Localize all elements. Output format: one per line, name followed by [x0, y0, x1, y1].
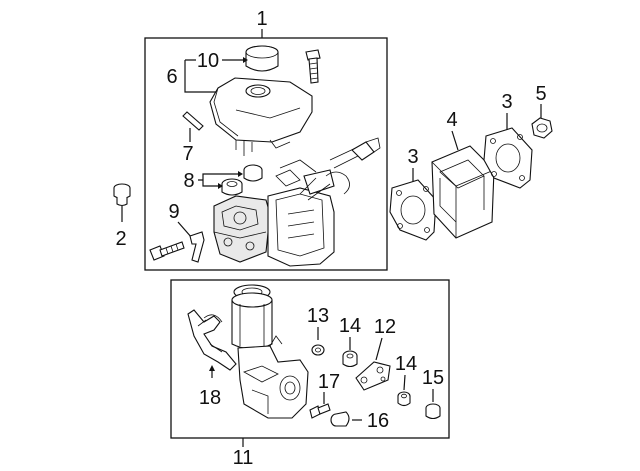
washer-part: [311, 344, 325, 356]
leader-9: [177, 221, 193, 239]
mounting-bracket-part: [355, 361, 391, 391]
callout-1: 1: [256, 8, 267, 30]
sleeve-part: [330, 411, 350, 427]
callout-15: 15: [422, 367, 444, 389]
mounting-bolt-part: [149, 241, 185, 261]
small-bolt-part: [309, 403, 331, 419]
callout-9: 9: [168, 201, 179, 223]
gasket-part-right: [483, 127, 533, 189]
callout-3-right: 3: [501, 91, 512, 113]
master-cylinder-assembly-part: [213, 137, 381, 267]
callout-11: 11: [233, 447, 254, 469]
callout-13: 13: [307, 305, 329, 327]
arrow-10: [243, 57, 248, 63]
arrow-18: [209, 365, 215, 371]
hose-bracket-part: [187, 309, 237, 371]
bracket-part: [189, 231, 205, 263]
callout-2: 2: [115, 228, 126, 250]
callout-14-left: 14: [339, 315, 361, 337]
callout-4: 4: [446, 109, 457, 131]
leader-8: [198, 173, 238, 187]
rubber-cap-part: [425, 403, 441, 420]
nut-part: [531, 117, 553, 139]
callout-17: 17: [318, 371, 340, 393]
callout-14-right: 14: [395, 353, 417, 375]
callout-18: 18: [199, 387, 221, 409]
pump-motor-cylinder-part: [231, 284, 273, 350]
leader-12: [375, 337, 383, 361]
callout-3-left: 3: [407, 146, 418, 168]
pump-unit-part: [237, 335, 309, 419]
callout-7: 7: [182, 143, 193, 165]
assembly-box-1: [144, 37, 388, 271]
callout-12: 12: [374, 316, 396, 338]
leader-6: [184, 59, 220, 93]
bushing-part-right: [397, 391, 411, 407]
pin-part: [182, 111, 204, 131]
brake-fluid-reservoir-part: [209, 77, 313, 156]
leader-14-right: [403, 374, 406, 391]
callout-16: 16: [367, 410, 389, 432]
grommet-part: [221, 164, 263, 196]
spacer-block-part: [431, 145, 495, 239]
sensor-plug-part: [113, 183, 131, 207]
arrow-8b: [218, 183, 223, 189]
bolt-part: [305, 49, 321, 84]
arrow-8a: [238, 171, 243, 177]
reservoir-cap-part: [245, 45, 279, 72]
gasket-part-left: [389, 179, 437, 241]
bushing-part-left: [342, 350, 358, 368]
leader-4: [451, 130, 459, 151]
callout-10: 10: [197, 50, 219, 72]
callout-6: 6: [166, 66, 177, 88]
assembly-box-11: [170, 279, 450, 439]
callout-5: 5: [535, 83, 546, 105]
callout-8: 8: [183, 170, 194, 192]
